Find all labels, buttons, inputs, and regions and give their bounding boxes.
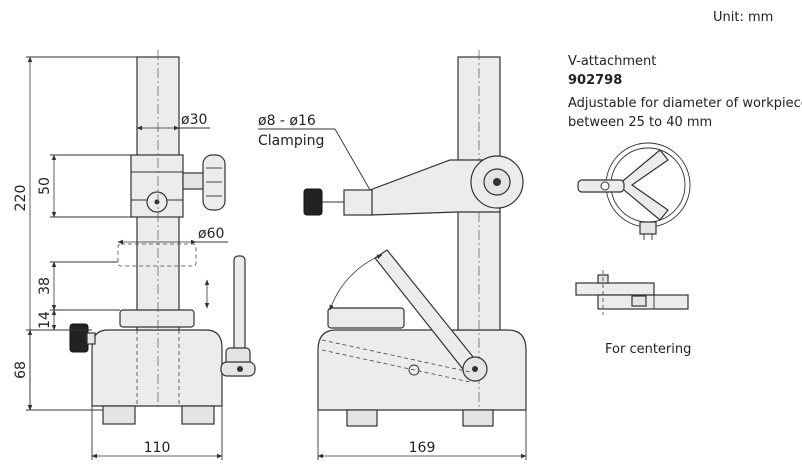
centering-section: For centering: [575, 270, 691, 357]
dim-depth-base: 169: [409, 440, 436, 456]
lift-lever-rod: [233, 255, 246, 357]
dim-width-base: 110: [144, 440, 171, 456]
v-block: [617, 149, 669, 221]
clamp-screw-side: [303, 188, 323, 216]
unit-label: Unit: mm: [713, 10, 773, 25]
centering-label: For centering: [605, 342, 691, 357]
clamping-bush: [343, 189, 373, 216]
dim-height-38: 38: [37, 277, 53, 295]
dim-height-base: 68: [13, 361, 29, 379]
foot-side-right: [462, 409, 494, 427]
front-view: ø30 ø60 220 50 38 14 68 110: [13, 50, 256, 460]
base-front: [91, 329, 223, 407]
dim-table-diameter: ø60: [198, 226, 224, 242]
dim-column-diameter: ø30: [181, 112, 207, 128]
table-lock-knob: [69, 323, 89, 353]
centering-top-bar: [575, 282, 655, 296]
measuring-table: [119, 309, 195, 328]
foot-left: [102, 405, 136, 425]
foot-side-left: [346, 409, 378, 427]
dim-height-total: 220: [13, 185, 29, 212]
v-attachment-description-2: between 25 to 40 mm: [568, 115, 712, 130]
dim-clamping-range: ø8 - ø16: [258, 113, 316, 129]
v-attachment-description-1: Adjustable for diameter of workpiece: [568, 96, 802, 111]
clamp-knob: [202, 154, 226, 211]
side-view: ø8 - ø16 Clamping 169: [258, 50, 527, 460]
clamp-knob-shaft: [182, 172, 206, 190]
dim-height-14: 14: [37, 311, 53, 329]
base-side: [317, 329, 527, 411]
table-side: [327, 307, 405, 329]
v-attachment-section: V-attachment 902798 Adjustable for diame…: [568, 54, 802, 240]
dim-height-clamp: 50: [37, 177, 53, 195]
clamping-label: Clamping: [258, 133, 324, 149]
foot-right: [181, 405, 215, 425]
v-attachment-part-number: 902798: [568, 73, 622, 88]
v-attachment-title: V-attachment: [568, 54, 656, 69]
